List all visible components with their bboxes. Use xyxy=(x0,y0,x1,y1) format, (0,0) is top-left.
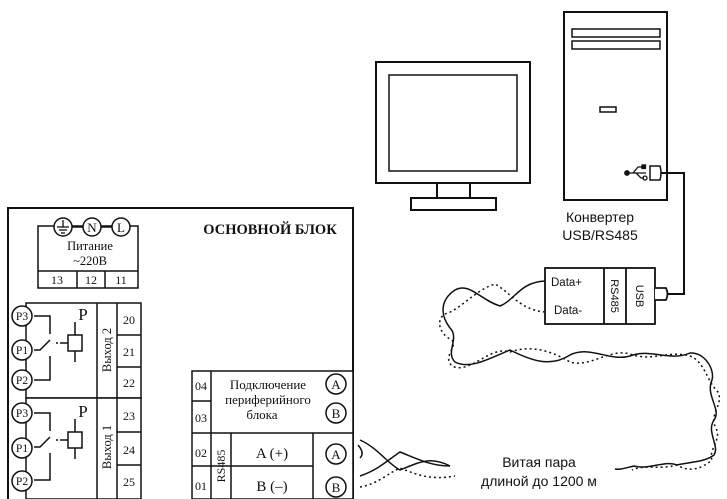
output2-contact-p3: P3 xyxy=(16,311,28,323)
rs485-pin-02: 02 xyxy=(195,446,207,460)
converter-rs485-port: RS485 xyxy=(608,279,620,313)
power-terminal-l: L xyxy=(117,220,125,235)
output2-pin-20: 20 xyxy=(123,313,135,327)
converter-usb-port: USB xyxy=(633,285,645,308)
rs485-terminal-a: A xyxy=(331,447,341,462)
data-plus-label: Data+ xyxy=(551,277,582,289)
output1-pin-23: 23 xyxy=(123,409,135,423)
peripheral-rs485-section xyxy=(191,370,354,499)
ground-icon xyxy=(57,220,69,234)
cable-label-2: длиной до 1200 м xyxy=(481,473,597,489)
converter-caption-1: Конвертер xyxy=(566,209,634,225)
cable-label-1: Витая пара xyxy=(502,454,576,470)
output1-contact-p2: P2 xyxy=(16,476,28,488)
converter-box xyxy=(544,267,669,325)
power-label-1: Питание xyxy=(67,239,113,253)
output2-section xyxy=(11,302,142,399)
output2-label: Выход 2 xyxy=(100,328,114,372)
data-minus-label: Data- xyxy=(554,305,582,317)
output1-contact-p3: P3 xyxy=(16,408,28,420)
power-pin-12: 12 xyxy=(85,273,97,287)
power-terminal-n: N xyxy=(87,220,97,235)
twisted-pair-cable-dotted xyxy=(359,283,721,488)
twisted-pair-cable xyxy=(357,280,717,477)
rs485-pin-01: 01 xyxy=(195,479,207,493)
rs485-terminal-b: B xyxy=(332,480,341,495)
converter-caption-2: USB/RS485 xyxy=(562,227,638,243)
rs485-signal-a: A (+) xyxy=(256,446,288,462)
monitor xyxy=(375,61,531,211)
output1-contact-p1: P1 xyxy=(16,443,28,455)
peripheral-label-1: Подключение xyxy=(230,377,306,392)
power-pin-11: 11 xyxy=(115,273,127,287)
output2-relay-label: P xyxy=(78,305,87,324)
output1-pin-24: 24 xyxy=(123,443,135,457)
peripheral-label-2: периферийного xyxy=(225,392,311,407)
output2-pin-22: 22 xyxy=(123,376,135,390)
output2-contact-p1: P1 xyxy=(16,345,28,357)
rs485-signal-b: B (–) xyxy=(256,479,287,495)
usb-cable xyxy=(661,172,685,295)
output1-section xyxy=(11,397,142,499)
output2-pin-21: 21 xyxy=(123,345,135,359)
rs485-label: RS485 xyxy=(214,450,228,483)
peripheral-terminal-a: A xyxy=(331,377,341,392)
usb-icon xyxy=(624,164,648,181)
output2-contact-p2: P2 xyxy=(16,375,28,387)
peripheral-pin-04: 04 xyxy=(195,379,207,393)
main-block-title: ОСНОВНОЙ БЛОК xyxy=(203,221,337,238)
output1-relay-label: P xyxy=(78,402,87,421)
peripheral-label-3: блока xyxy=(246,407,277,422)
power-label-2: ~220В xyxy=(73,254,107,268)
output1-label: Выход 1 xyxy=(100,425,114,469)
power-pin-13: 13 xyxy=(51,273,63,287)
peripheral-pin-03: 03 xyxy=(195,411,207,425)
output1-pin-25: 25 xyxy=(123,475,135,489)
peripheral-terminal-b: B xyxy=(332,406,341,421)
pc-usb-port xyxy=(649,165,662,181)
